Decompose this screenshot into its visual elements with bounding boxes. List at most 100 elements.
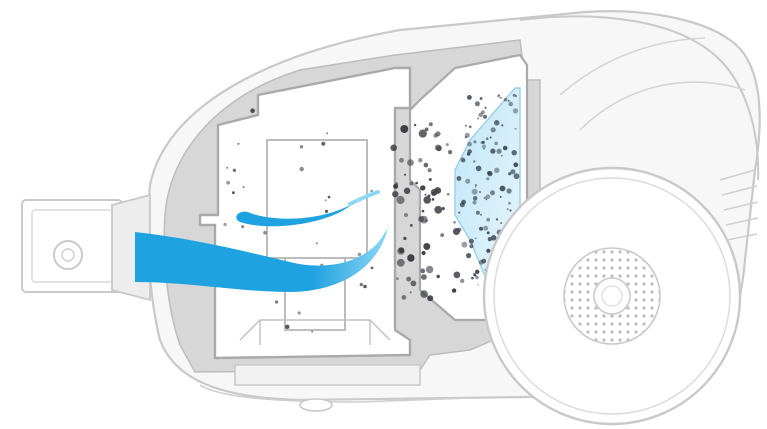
dust-particle <box>275 300 278 303</box>
filter-dust-particle <box>498 94 500 96</box>
dust-particle <box>396 277 399 280</box>
filter-dust-particle <box>485 107 487 109</box>
filter-dust-particle <box>491 127 496 132</box>
dust-particle <box>420 269 425 274</box>
dust-particle <box>363 285 367 289</box>
dust-particle <box>399 158 404 163</box>
dust-particle <box>328 196 331 199</box>
filter-dust-particle <box>495 121 497 123</box>
dust-particle <box>326 132 328 134</box>
dust-particle <box>432 198 435 201</box>
dust-particle <box>392 191 398 197</box>
filter-dust-particle <box>500 196 502 198</box>
caster-wheel-icon <box>300 399 332 411</box>
dust-particle <box>226 181 230 185</box>
dust-particle <box>397 259 405 267</box>
filter-dust-particle <box>494 168 499 173</box>
dust-particle <box>437 275 440 278</box>
dust-particle <box>232 191 235 194</box>
dust-particle <box>434 206 442 214</box>
dust-particle <box>429 122 433 126</box>
dust-particle <box>358 253 362 257</box>
filter-dust-particle <box>460 279 464 283</box>
dust-particle <box>300 167 304 171</box>
dust-particle <box>457 176 462 181</box>
filter-dust-particle <box>486 218 490 222</box>
dust-particle <box>316 242 318 244</box>
filter-dust-particle <box>500 97 502 99</box>
inlet-port-icon <box>54 241 82 269</box>
dust-particle <box>403 125 406 128</box>
filter-dust-particle <box>513 162 518 167</box>
filter-dust-particle <box>460 202 465 207</box>
dust-particle <box>325 210 328 213</box>
filter-dust-particle <box>460 157 465 162</box>
dust-particle <box>423 196 431 204</box>
dust-particle <box>390 145 397 152</box>
dust-particle <box>403 237 406 240</box>
dust-particle <box>458 212 460 214</box>
filter-dust-particle <box>515 95 517 97</box>
filter-dust-particle <box>504 98 508 102</box>
wheel-icon <box>484 168 740 424</box>
filter-dust-particle <box>473 140 476 143</box>
filter-dust-particle <box>476 166 482 172</box>
filter-dust-particle <box>486 249 490 253</box>
dust-particle <box>407 159 414 166</box>
dust-particle <box>223 223 226 226</box>
dust-particle <box>325 199 327 201</box>
filter-dust-particle <box>500 222 502 224</box>
filter-dust-particle <box>476 211 480 215</box>
filter-dust-particle <box>475 276 479 280</box>
dust-particle <box>446 143 449 146</box>
filter-dust-particle <box>515 128 517 130</box>
filter-dust-particle <box>467 142 472 147</box>
filter-dust-particle <box>514 173 520 179</box>
dust-particle <box>435 145 441 151</box>
dust-particle <box>453 221 456 224</box>
dust-particle <box>447 193 450 196</box>
filter-dust-particle <box>473 160 475 162</box>
dust-particle <box>434 187 441 194</box>
filter-dust-particle <box>465 136 467 138</box>
dust-particle <box>285 325 289 329</box>
filter-dust-particle <box>482 144 486 148</box>
filter-dust-particle <box>480 97 483 100</box>
filter-dust-particle <box>496 218 498 220</box>
filter-dust-particle <box>481 141 484 144</box>
hose-inlet <box>22 195 150 300</box>
dust-particle <box>300 145 303 148</box>
filter-dust-particle <box>494 142 498 146</box>
filter-dust-particle <box>500 186 506 192</box>
dust-particle <box>426 266 433 273</box>
dust-particle <box>370 190 372 192</box>
dust-particle <box>433 133 438 138</box>
dust-particle <box>243 186 245 188</box>
filter-dust-particle <box>501 124 503 126</box>
filter-dust-particle <box>465 125 467 127</box>
dust-particle <box>404 174 406 176</box>
filter-dust-particle <box>477 284 479 286</box>
filter-dust-particle <box>486 137 489 140</box>
dust-particle <box>414 124 416 126</box>
dust-particle <box>409 182 413 186</box>
filter-dust-particle <box>510 169 515 174</box>
dust-particle <box>421 274 427 280</box>
filter-dust-particle <box>479 227 483 231</box>
filter-dust-particle <box>512 150 517 155</box>
filter-dust-particle <box>473 196 478 201</box>
filter-dust-particle <box>491 235 497 241</box>
filter-dust-particle <box>508 202 511 205</box>
dust-particle <box>360 283 363 286</box>
filter-dust-particle <box>475 101 480 106</box>
dust-particle <box>457 228 461 232</box>
dust-particle <box>419 130 427 138</box>
filter-dust-particle <box>466 253 471 258</box>
filter-dust-particle <box>483 115 487 119</box>
filter-dust-particle <box>475 237 477 239</box>
dust-particle <box>420 290 428 298</box>
filter-dust-particle <box>469 125 472 128</box>
filter-dust-particle <box>475 270 479 274</box>
filter-dust-particle <box>469 239 474 244</box>
filter-dust-particle <box>490 190 495 195</box>
